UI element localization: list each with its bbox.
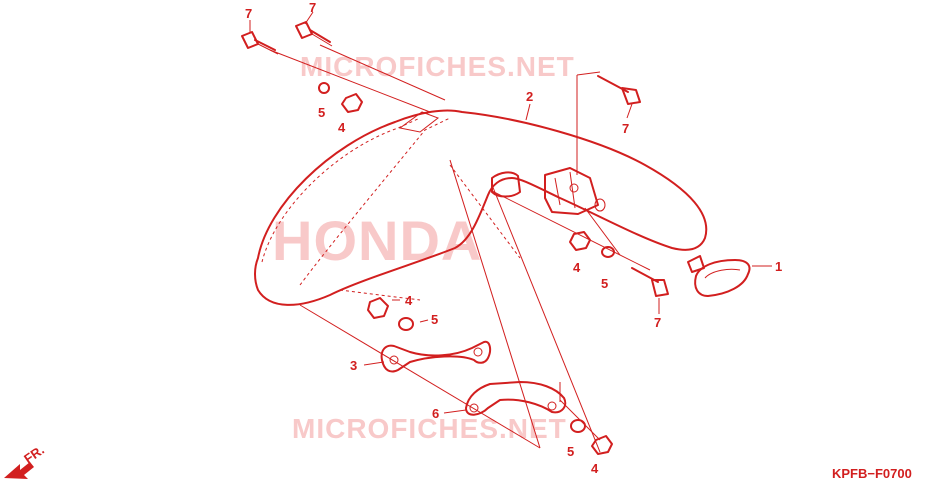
bolt-7-top-right — [597, 75, 641, 105]
bolt-7-top-center — [295, 21, 333, 47]
guide-lines — [269, 44, 651, 453]
front-arrow-icon — [4, 462, 34, 479]
callout-7-top-center: 7 — [309, 0, 316, 15]
callout-2: 2 — [526, 89, 533, 104]
watermark-site-bottom: MICROFICHES.NET — [292, 413, 567, 444]
diagram-code: KPFB−F0700 — [832, 466, 912, 481]
grommet-part-1 — [687, 255, 751, 297]
callout-1: 1 — [775, 259, 782, 274]
callout-7-top-left: 7 — [245, 6, 252, 21]
front-label: FR. — [21, 442, 47, 466]
callout-7-top-right: 7 — [622, 121, 629, 136]
callout-5-right: 5 — [601, 276, 608, 291]
callout-4-left: 4 — [405, 293, 413, 308]
callout-5-top: 5 — [318, 105, 325, 120]
watermark-brand: HONDA — [272, 209, 482, 272]
stay-bracket-3 — [380, 340, 492, 373]
bolt-7-lower — [631, 267, 669, 297]
callout-leaders — [249, 11, 772, 414]
callout-5-left: 5 — [431, 312, 438, 327]
bolt-7-top-left — [241, 31, 279, 55]
callout-4-top: 4 — [338, 120, 346, 135]
callout-7-lower: 7 — [654, 315, 661, 330]
front-fender — [254, 109, 708, 306]
callout-3: 3 — [350, 358, 357, 373]
front-direction-marker: FR. — [4, 442, 47, 479]
fasteners — [318, 82, 615, 455]
callout-6: 6 — [432, 406, 439, 421]
callout-4-right: 4 — [573, 260, 581, 275]
callout-4-bottom: 4 — [591, 461, 599, 476]
callout-5-bottom: 5 — [567, 444, 574, 459]
stay-bracket-6 — [465, 381, 567, 416]
